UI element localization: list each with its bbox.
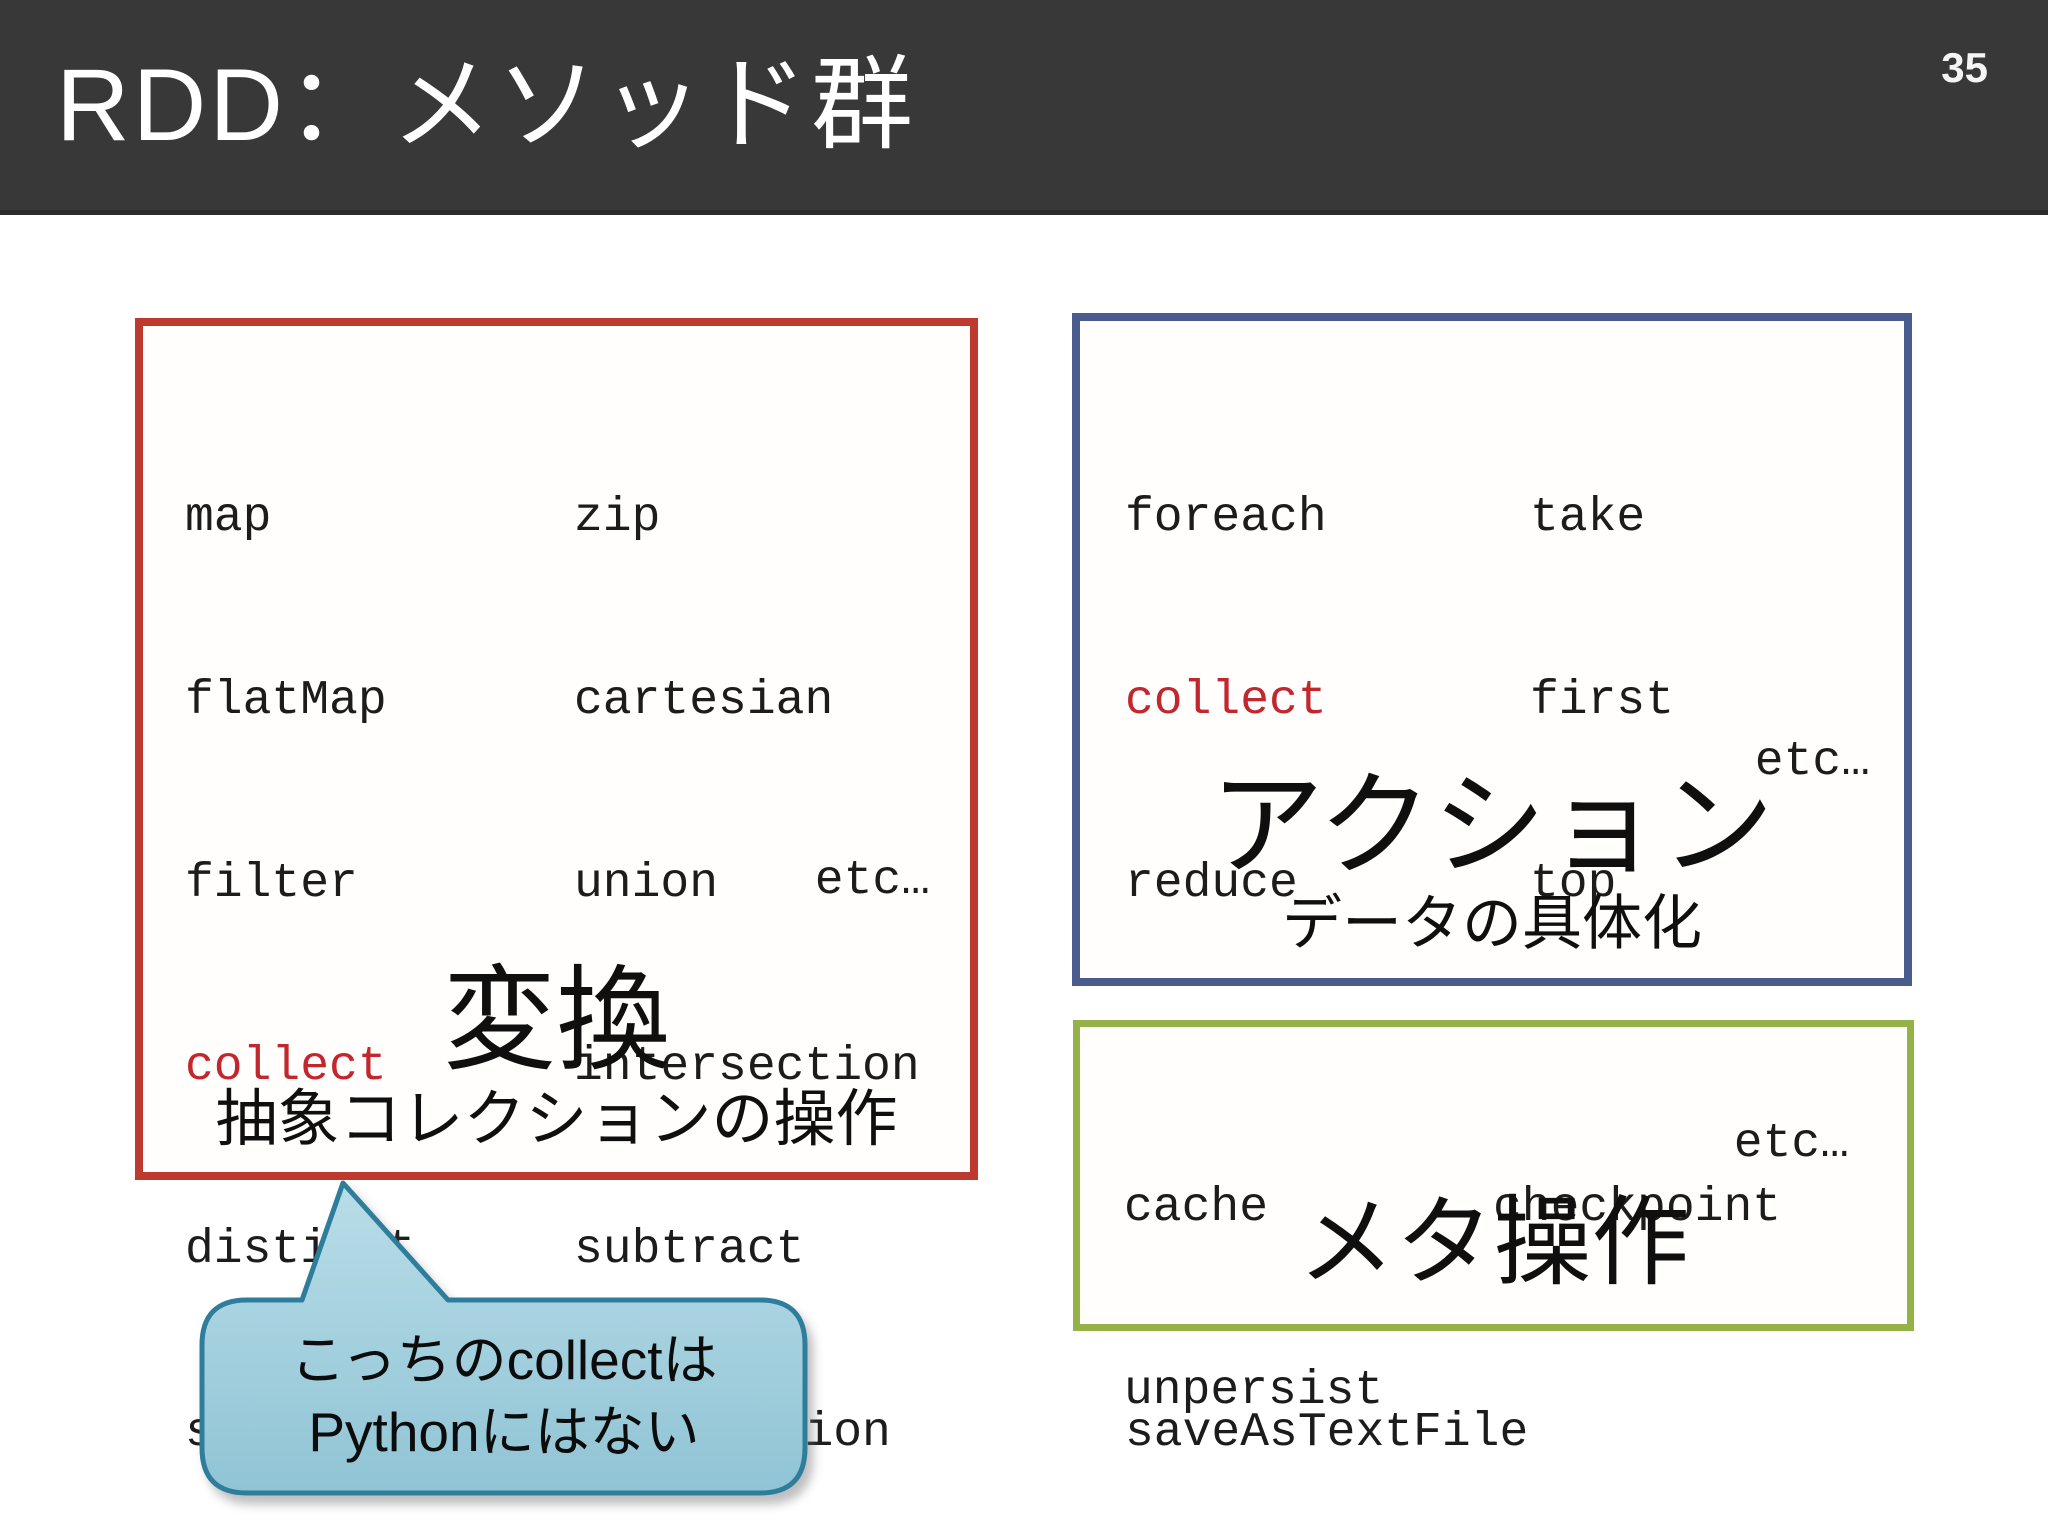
method-item: take [1530,491,1646,545]
slide-header: RDD：メソッド群 35 [0,0,2048,215]
method-item-highlighted: collect [185,1040,387,1094]
method-item: reduce [1125,857,1298,911]
method-item: map [185,491,272,545]
slide-title: RDD：メソッド群 [56,48,916,162]
transformations-heading: 変換 [442,958,671,1085]
callout-text: こっちのcollectは Pythonにはない [202,1300,806,1493]
actions-subheading: データの具体化 [1282,890,1702,957]
callout-bubble-shape [199,1180,808,1496]
callout-line: こっちのcollectは [290,1329,718,1391]
callout-bubble [199,1180,808,1496]
method-item-highlighted: collect [1125,674,1327,728]
method-item: subtract [574,1223,805,1277]
method-item: checkpoint [1493,1181,1782,1235]
transformations-subheading: 抽象コレクションの操作 [215,1085,898,1154]
method-item: foreach [1125,491,1327,545]
method-item: cache [1124,1181,1269,1235]
etc-label: etc… [1754,735,1870,789]
method-item: flatMap [185,674,387,728]
transformations-box: map flatMap filter collect distinct samp… [135,318,978,1460]
method-item: filter [185,857,358,911]
etc-label: etc… [814,854,930,908]
page-number: 35 [1941,44,1988,91]
method-item: intersection [574,1040,920,1094]
method-item: zip [574,491,661,545]
method-item: unpersist [1124,1364,1384,1418]
method-item: first [1530,674,1675,728]
method-item: top [1530,857,1617,911]
method-item: saveAsTextFile [1125,1406,1529,1460]
callout-line: Pythonにはない [308,1400,700,1463]
actions-box: foreach collect reduce fold count saveAs… [1072,313,1912,1460]
etc-label: etc… [1733,1117,1849,1171]
meta-heading: メタ操作 [1297,1187,1690,1297]
meta-column-2: checkpoint [1493,1056,1781,1361]
meta-box: cache unpersist checkpoint etc… メタ操作 [1073,1020,1914,1418]
actions-heading: アクション [1209,763,1775,890]
method-item: union [574,857,719,911]
method-item: cartesian [574,674,834,728]
meta-column-1: cache unpersist [1124,1056,1383,1536]
